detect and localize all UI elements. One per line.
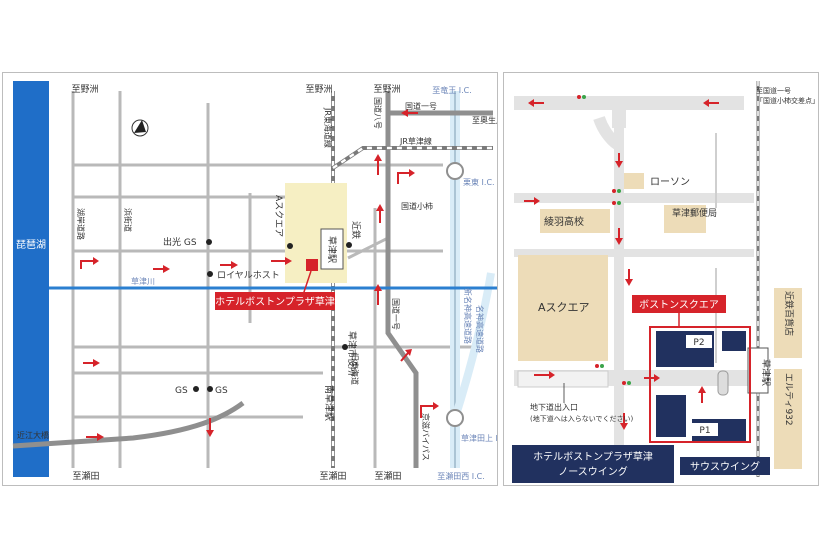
roundabout	[717, 370, 729, 396]
north-wing-label-2: ノースウイング	[558, 465, 628, 478]
omi-bridge-label: 近江大橋	[17, 430, 49, 440]
route1-mid-label: 国道一号	[391, 298, 401, 330]
a-square-label: Aスクエア	[538, 301, 590, 314]
kusatsu-station	[320, 228, 344, 270]
p1-label: P1	[699, 426, 710, 436]
detail-map[interactable]: 草津駅 P2 P1 ボストンスクエア ホテルボストンプラザ草津 ノースウイング	[503, 72, 819, 486]
to-seta-3: 至瀬田	[374, 470, 401, 482]
lawson-block	[624, 173, 644, 189]
kusatsu-line-label: JR草津線	[399, 136, 432, 146]
area-map[interactable]: 琵琶湖	[2, 72, 498, 486]
shinmeishin-expressway	[451, 272, 495, 420]
main-roads	[12, 91, 493, 468]
kintetsu-dot	[346, 242, 352, 248]
gs-right-dot	[207, 386, 213, 392]
kyuto-label: 旧東海道	[350, 353, 360, 385]
ryoha-label: 綾羽高校	[544, 215, 584, 228]
p2-sign	[686, 335, 712, 348]
kintetsu-block	[774, 288, 802, 358]
minor-roads	[71, 91, 473, 468]
kotobuki-label: 国道小柿	[401, 201, 433, 211]
north-wing-building	[656, 395, 686, 437]
a-square-label: Aスクエア	[273, 195, 284, 237]
hotel-marker	[306, 259, 318, 271]
shinmeishin-label: 新名神高速道路	[463, 288, 473, 344]
kintetsu-dept-label: 近鉄百貨店	[783, 291, 795, 336]
route1-top-label: 国道一号	[405, 101, 437, 111]
kusatsu-tanakami-ic-marker	[446, 409, 464, 427]
lawson-label: ローソン	[650, 177, 690, 188]
minami-kusatsu-label: 南草津駅	[323, 385, 335, 421]
p2-label: P2	[693, 338, 704, 348]
route8-label: 国道八号	[373, 97, 383, 129]
city-office-dot	[342, 344, 348, 350]
top-sign-2: 「国道小柿交差点」	[756, 96, 818, 105]
boston-square-outline	[649, 326, 751, 443]
river-label: 草津川	[131, 276, 155, 286]
p1-sign	[692, 423, 718, 436]
post-office-block	[664, 205, 706, 233]
to-yasu-3: 至野洲	[373, 84, 400, 95]
kintetsu-label: 近鉄	[350, 221, 362, 239]
to-seta-2: 至瀬田	[319, 470, 346, 482]
station-label: 草津駅	[760, 359, 772, 386]
underpass-label-2: (地下道へは入らないでください)	[530, 414, 634, 423]
ritto-ic-marker	[446, 162, 464, 180]
underpass-label-1: 地下道出入口	[530, 402, 578, 412]
hama-label: 浜街道	[123, 208, 133, 232]
detail-arrows	[524, 99, 719, 430]
boston-square-label-box	[632, 295, 726, 313]
hotel-label-box	[215, 292, 335, 310]
ryoha-block	[540, 209, 610, 233]
ritto-ic-label: 栗東 I.C.	[463, 177, 495, 187]
small-building	[722, 331, 746, 351]
post-office-label: 草津郵便局	[672, 207, 717, 219]
to-okubo: 至奧生川	[472, 115, 497, 125]
traffic-lights	[577, 95, 631, 385]
hotel-label: ホテルボストンプラザ草津	[215, 296, 335, 308]
area-map-labels: 至野洲 至野洲 至野洲 至竜王 I.C. 至奧生川 至瀬田 至瀬田 至瀬田 至瀬…	[17, 84, 497, 482]
to-yasu-2: 至野洲	[305, 84, 332, 95]
royal-host-label: ロイヤルホスト	[217, 270, 280, 281]
lake-label: 琵琶湖	[16, 239, 46, 251]
jr-line-label: JR東海道線	[323, 107, 333, 148]
idemitsu-dot	[206, 239, 212, 245]
a-square-block	[518, 255, 608, 361]
royal-host-dot	[207, 271, 213, 277]
traffic-arrows	[80, 109, 439, 441]
gs-left-label: GS	[175, 386, 188, 396]
a-square-dot	[287, 243, 293, 249]
lake-biwa	[13, 81, 49, 477]
kusatsu-station-label: 草津駅	[326, 236, 338, 263]
to-yasu-1: 至野洲	[71, 84, 98, 95]
city-office-label: 草津市役所	[346, 331, 358, 376]
idemitsu-label: 出光 GS	[163, 236, 197, 248]
detail-map-canvas: 草津駅 P2 P1 ボストンスクエア ホテルボストンプラザ草津 ノースウイング	[512, 81, 818, 483]
underpass	[517, 370, 609, 388]
gs-left-dot	[193, 386, 199, 392]
north-wing-label-box	[512, 445, 674, 483]
elty-block	[774, 369, 802, 469]
top-sign-1: 至国道一号	[756, 86, 791, 95]
south-wing-label-box	[680, 457, 770, 475]
tanakami-ic-label: 草津田上 I.C.	[461, 433, 497, 443]
meishin-label: 名神高速道路	[475, 305, 485, 353]
area-map-canvas: 琵琶湖	[12, 81, 497, 482]
to-seta-1: 至瀬田	[72, 470, 99, 482]
elty-label: エルティ932	[783, 373, 794, 426]
station-box	[747, 347, 769, 394]
boston-square-label: ボストンスクエア	[639, 299, 719, 311]
to-setanishi-ic: 至瀬田西 I.C.	[437, 471, 485, 481]
north-wing-label-1: ホテルボストンプラザ草津	[533, 451, 653, 463]
kosui-label: 湖岸道路	[76, 208, 86, 240]
detail-labels: 至国道一号 「国道小柿交差点」 ローソン 綾羽高校 草津郵便局 Aスクエア 近鉄…	[530, 86, 818, 426]
to-ryuo-ic: 至竜王 I.C.	[432, 85, 472, 95]
gs-right-label: GS	[215, 386, 228, 396]
keiji-bypass-label: 京滋バイパス	[421, 413, 431, 461]
south-wing-label: サウスウイング	[690, 460, 760, 473]
